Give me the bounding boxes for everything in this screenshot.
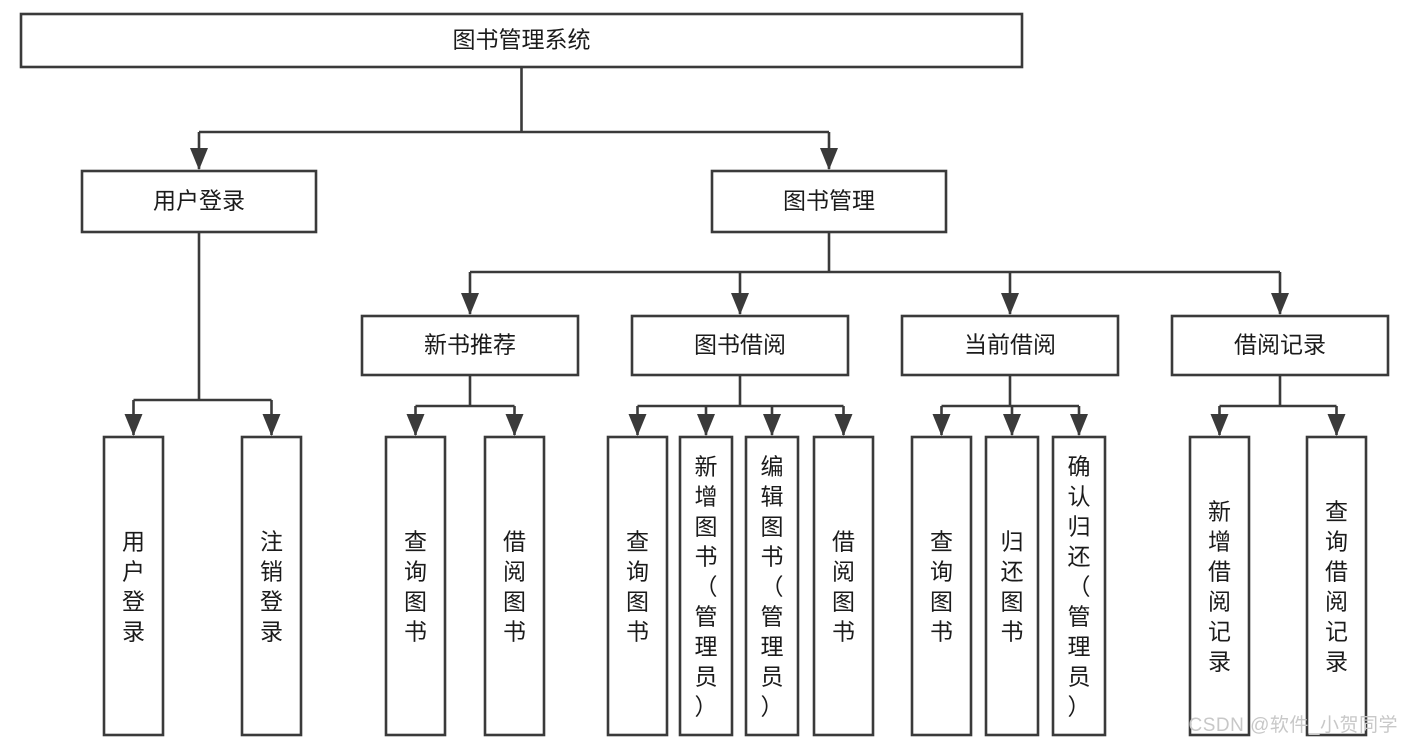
node-leaf[interactable]: 用户登录 [102,435,165,737]
node-label: 图书管理系统 [453,27,591,53]
arrow-head-icon [820,148,838,170]
arrow-head-icon [1003,414,1021,436]
node-leaf[interactable]: 编辑图书（管理员） [744,435,800,737]
arrow-head-icon [124,414,143,436]
node-leaf[interactable]: 查询图书 [384,435,447,737]
node-label: 新书推荐 [424,332,516,358]
node-leaf[interactable]: 新增借阅记录 [1188,435,1251,737]
node-label: 当前借阅 [964,332,1056,358]
node-leaf[interactable]: 借阅图书 [483,435,546,737]
node-box[interactable] [102,435,165,737]
node-box[interactable] [630,314,850,377]
node-box[interactable] [483,435,546,737]
arrow-head-icon [461,293,479,315]
node-box[interactable] [240,435,303,737]
arrow-head-icon [1070,414,1088,436]
node-label: 用户登录 [153,188,245,214]
node-root[interactable]: 图书管理系统 [19,12,1024,69]
node-leaf[interactable]: 查询借阅记录 [1305,435,1368,737]
node-level1[interactable]: 用户登录 [80,169,318,234]
node-box[interactable] [812,435,875,737]
arrow-head-icon [932,414,951,436]
node-box[interactable] [744,435,800,737]
node-label: 注销登录 [260,528,283,644]
node-box[interactable] [1188,435,1251,737]
arrow-head-icon [505,414,524,436]
node-leaf[interactable]: 确认归还（管理员） [1051,435,1107,737]
node-label: 新增借阅记录 [1208,498,1231,674]
node-box[interactable] [360,314,580,377]
node-level2[interactable]: 图书借阅 [630,314,850,377]
node-label: 图书借阅 [694,332,786,358]
node-box[interactable] [910,435,973,737]
node-box[interactable] [384,435,447,737]
node-label: 用户登录 [122,528,145,644]
node-label: 新增图书（管理员） [695,453,718,719]
node-label: 查询图书 [404,528,427,644]
node-label: 确认归还（管理员） [1068,453,1091,719]
arrow-head-icon [763,414,781,436]
node-leaf[interactable]: 新增图书（管理员） [678,435,734,737]
node-label: 查询图书 [626,528,649,644]
arrow-head-icon [628,414,647,436]
watermark-label: CSDN @软件_小贺同学 [1189,714,1398,736]
arrow-head-icon [697,414,715,436]
connectors-layer [124,67,1346,436]
node-label: 查询图书 [930,528,953,644]
arrow-head-icon [1210,414,1229,436]
node-label: 借阅图书 [503,528,526,644]
node-box[interactable] [19,12,1024,69]
node-leaf[interactable]: 注销登录 [240,435,303,737]
node-label: 借阅记录 [1234,332,1326,358]
node-label: 借阅图书 [832,528,855,644]
node-box[interactable] [80,169,318,234]
arrow-head-icon [731,293,749,315]
node-box[interactable] [606,435,669,737]
arrow-head-icon [262,414,281,436]
node-level2[interactable]: 借阅记录 [1170,314,1390,377]
node-level2[interactable]: 当前借阅 [900,314,1120,377]
node-box[interactable] [710,169,948,234]
arrow-head-icon [834,414,853,436]
node-label: 查询借阅记录 [1325,498,1348,674]
node-leaf[interactable]: 归还图书 [984,435,1040,737]
node-label: 图书管理 [783,188,875,214]
arrow-head-icon [1327,414,1346,436]
arrow-head-icon [406,414,425,436]
node-box[interactable] [1170,314,1390,377]
node-level2[interactable]: 新书推荐 [360,314,580,377]
arrow-head-icon [1001,293,1019,315]
node-box[interactable] [1051,435,1107,737]
arrow-head-icon [190,148,208,170]
node-box[interactable] [900,314,1120,377]
node-label: 归还图书 [1001,528,1024,644]
node-label: 编辑图书（管理员） [761,453,784,719]
nodes-layer: 图书管理系统用户登录图书管理新书推荐图书借阅当前借阅借阅记录用户登录注销登录查询… [19,12,1390,737]
node-level1[interactable]: 图书管理 [710,169,948,234]
node-leaf[interactable]: 借阅图书 [812,435,875,737]
node-box[interactable] [1305,435,1368,737]
node-leaf[interactable]: 查询图书 [910,435,973,737]
node-box[interactable] [678,435,734,737]
node-box[interactable] [984,435,1040,737]
node-leaf[interactable]: 查询图书 [606,435,669,737]
arrow-head-icon [1271,293,1289,315]
